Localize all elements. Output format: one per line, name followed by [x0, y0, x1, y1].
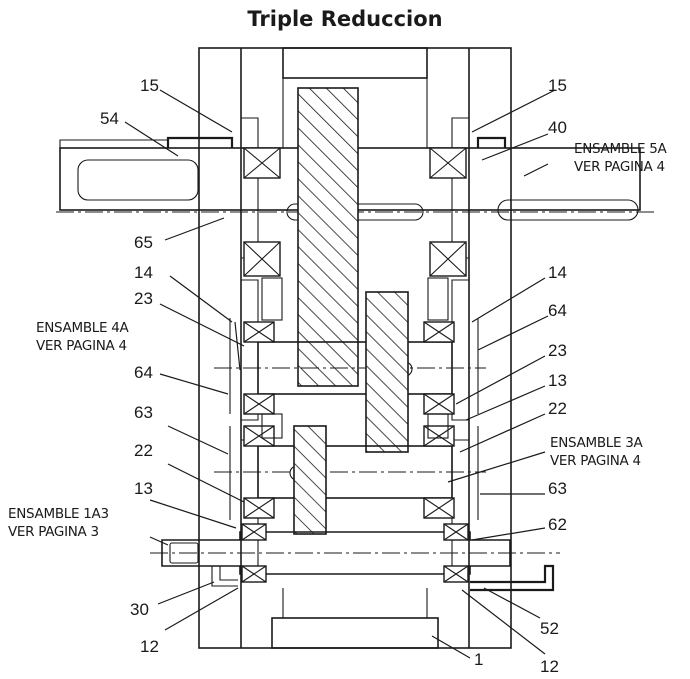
leader-lines	[124, 89, 556, 659]
callout-54: 54	[100, 109, 119, 128]
callout-14-left: 14	[134, 263, 153, 282]
callout-15-right: 15	[548, 76, 567, 95]
callout-23-right: 23	[548, 341, 567, 360]
note-ver-pagina-5a: VER PAGINA 4	[574, 159, 665, 175]
output-gear	[297, 87, 359, 387]
callout-30: 30	[130, 600, 149, 619]
callout-64-left: 64	[134, 363, 153, 382]
bearing-input-left	[241, 523, 267, 583]
input-shaft	[150, 531, 560, 592]
bearing-int1-right	[423, 321, 455, 415]
bearings	[241, 147, 469, 583]
callout-65: 65	[134, 233, 153, 252]
note-ver-pagina-3a: VER PAGINA 4	[550, 453, 641, 469]
callout-63-right: 63	[548, 479, 567, 498]
callout-14-right: 14	[548, 263, 567, 282]
note-ver-pagina-1a3: VER PAGINA 3	[8, 524, 99, 540]
note-ver-pagina-4a: VER PAGINA 4	[36, 338, 127, 354]
note-ensamble-1a3: ENSAMBLE 1A3	[8, 506, 109, 522]
callout-12-left: 12	[140, 637, 159, 656]
bearing-int1-left	[243, 321, 275, 415]
callout-labels: 15 15 54 40 65 14 14 23 64 23 64 13 63 2…	[100, 76, 567, 676]
callout-22-left: 22	[134, 441, 153, 460]
intermediate-shaft-lower	[214, 445, 486, 499]
bearing-output-right	[429, 147, 467, 277]
callout-22-right: 22	[548, 399, 567, 418]
intermediate-gear-upper	[365, 291, 409, 453]
intermediate-gear-lower	[293, 425, 327, 535]
note-ensamble-3a: ENSAMBLE 3A	[550, 435, 644, 451]
note-ensamble-4a: ENSAMBLE 4A	[36, 320, 130, 336]
note-ensamble-5a: ENSAMBLE 5A	[574, 141, 668, 157]
bearing-input-right	[443, 523, 469, 583]
callout-63-left: 63	[134, 403, 153, 422]
callout-62: 62	[548, 515, 567, 534]
callout-52: 52	[540, 619, 559, 638]
callout-23-left: 23	[134, 289, 153, 308]
bearing-int2-right	[423, 425, 455, 519]
callout-40: 40	[548, 118, 567, 137]
callout-64-right: 64	[548, 301, 567, 320]
diagram-title: Triple Reduccion	[247, 7, 442, 31]
bearing-int2-left	[243, 425, 275, 519]
bearing-output-left	[243, 147, 281, 277]
callout-12-right: 12	[540, 657, 559, 676]
callout-1: 1	[474, 650, 483, 669]
callout-15-left: 15	[140, 76, 159, 95]
callout-13-right: 13	[548, 371, 567, 390]
callout-13-left: 13	[134, 479, 153, 498]
assembly-notes: ENSAMBLE 5A VER PAGINA 4 ENSAMBLE 4A VER…	[8, 141, 668, 540]
